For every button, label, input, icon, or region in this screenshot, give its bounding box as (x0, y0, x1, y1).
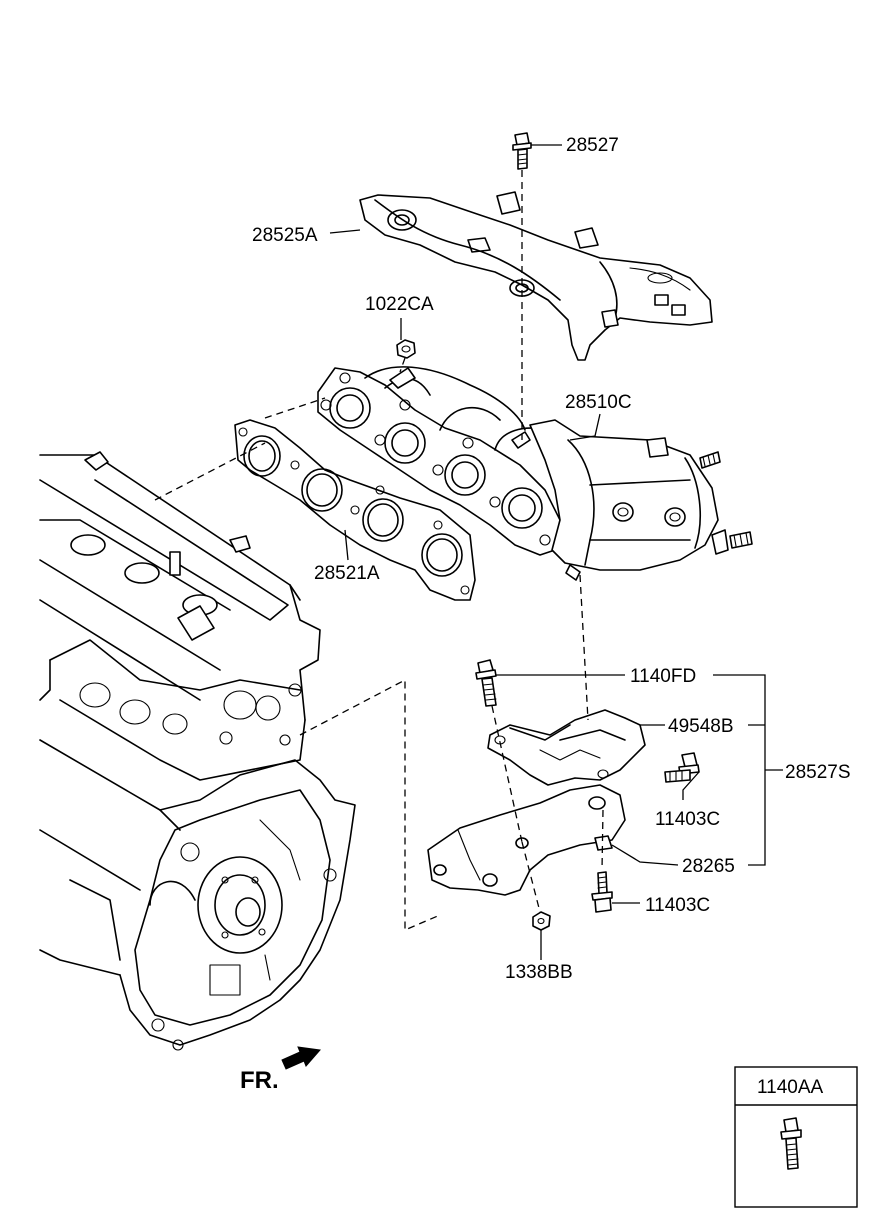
label-11403c-lower: 11403C (645, 895, 710, 916)
bolt-1140fd (475, 659, 497, 707)
flange-bolt-icon (780, 1117, 802, 1170)
heat-shield (359, 191, 713, 361)
exhaust-manifold-gasket (234, 419, 476, 601)
label-11403c-upper: 11403C (655, 809, 720, 830)
bolt-28527 (512, 132, 532, 170)
label-49548b: 49548B (668, 716, 734, 737)
label-1022ca: 1022CA (365, 294, 434, 315)
leader-lines (329, 144, 783, 960)
bracket-49548b (487, 709, 646, 786)
engine-block-illustration (39, 451, 356, 1051)
label-1338bb: 1338BB (505, 962, 573, 983)
front-label: FR. (240, 1067, 279, 1094)
label-28521a: 28521A (314, 563, 380, 584)
label-28525a: 28525A (252, 225, 318, 246)
nut-1022ca (396, 339, 416, 359)
part-labels: 28527 28525A 1022CA 28510C 28521A 1140FD… (252, 135, 851, 983)
label-1140fd: 1140FD (630, 666, 696, 687)
label-28527: 28527 (566, 135, 619, 156)
label-28510c: 28510C (565, 392, 632, 413)
label-28265: 28265 (682, 856, 735, 877)
nut-1338bb (532, 911, 551, 931)
bolt-11403c-lower (591, 871, 613, 913)
legend-part-number: 1140AA (757, 1077, 824, 1098)
front-arrow-icon (281, 1046, 321, 1070)
assembly-guide-lines (154, 170, 604, 931)
bracket-28265 (427, 784, 626, 896)
front-direction-indicator: FR. (240, 1046, 321, 1094)
exhaust-manifold-catalytic-converter (317, 366, 753, 581)
bolt-11403c-upper (664, 752, 700, 783)
legend-box-1140aa: 1140AA (734, 1066, 858, 1208)
label-28527s: 28527S (785, 762, 851, 783)
